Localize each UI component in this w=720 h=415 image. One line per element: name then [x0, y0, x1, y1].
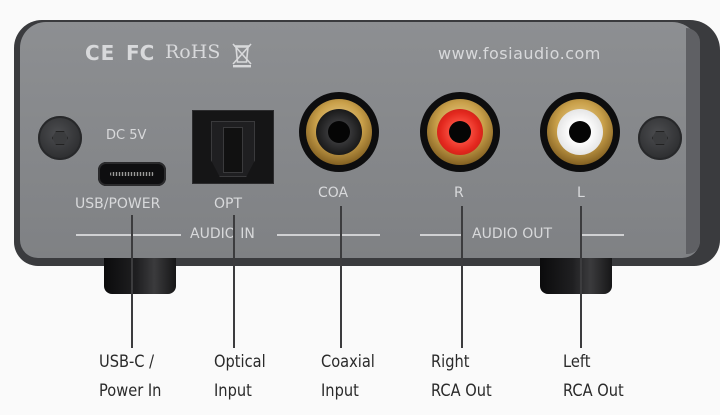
coaxial-rca-jack[interactable]: [299, 92, 379, 172]
callout-line1: USB-C /: [99, 352, 155, 372]
callout-line1: Left: [563, 352, 591, 372]
jack-hole: [328, 121, 350, 143]
screw-left: [38, 116, 82, 160]
fcc-mark: FC: [126, 41, 155, 65]
ce-mark: CE: [85, 41, 116, 65]
callout-line2: Input: [214, 381, 252, 401]
audio-out-rule-left: [420, 234, 462, 236]
audio-out-rule-right: [582, 234, 624, 236]
usb-c-port[interactable]: [98, 162, 166, 186]
callout-line1: Optical: [214, 352, 266, 372]
jack-hole: [569, 121, 591, 143]
coaxial-label: COA: [318, 185, 349, 201]
device-foot-left: [104, 258, 176, 294]
audio-in-group-label: AUDIO IN: [190, 226, 255, 242]
dc-rating-label: DC 5V: [106, 128, 147, 143]
audio-in-rule-right: [277, 234, 380, 236]
callout-right-rca: Right RCA Out: [431, 348, 492, 406]
weee-bin-icon: [232, 43, 252, 68]
callout-line-right: [461, 206, 463, 348]
callout-coaxial: Coaxial Input: [321, 348, 375, 406]
optical-port[interactable]: [192, 110, 274, 184]
right-channel-label: R: [454, 185, 464, 201]
left-rca-jack[interactable]: [540, 92, 620, 172]
usb-power-label: USB/POWER: [75, 196, 161, 212]
callout-line-coaxial: [340, 206, 342, 348]
device-foot-right: [540, 258, 612, 294]
optical-label: OPT: [214, 196, 243, 212]
callout-line2: Input: [321, 381, 359, 401]
jack-hole: [449, 121, 471, 143]
callout-left-rca: Left RCA Out: [563, 348, 624, 406]
callout-line-optical: [233, 215, 235, 348]
callout-line-usb: [131, 215, 133, 348]
screw-right: [638, 116, 682, 160]
left-channel-label: L: [577, 185, 585, 201]
audio-in-rule-left: [76, 234, 181, 236]
rohs-mark: RoHS: [165, 41, 221, 63]
right-rca-jack[interactable]: [420, 92, 500, 172]
device-panel-edge: [686, 28, 700, 254]
optical-port-shutter: [223, 127, 243, 173]
callout-line2: Power In: [99, 381, 162, 401]
hex-socket-icon: [52, 131, 68, 145]
callout-usb-power: USB-C / Power In: [99, 348, 161, 406]
callout-line1: Right: [431, 352, 470, 372]
brand-website-text: www.fosiaudio.com: [438, 44, 601, 63]
callout-optical: Optical Input: [214, 348, 266, 406]
audio-out-group-label: AUDIO OUT: [472, 226, 553, 242]
hex-socket-icon: [652, 131, 668, 145]
callout-line2: RCA Out: [431, 381, 492, 401]
usb-c-contacts: [110, 172, 154, 176]
callout-line2: RCA Out: [563, 381, 624, 401]
callout-line-left: [580, 206, 582, 348]
callout-line1: Coaxial: [321, 352, 375, 372]
